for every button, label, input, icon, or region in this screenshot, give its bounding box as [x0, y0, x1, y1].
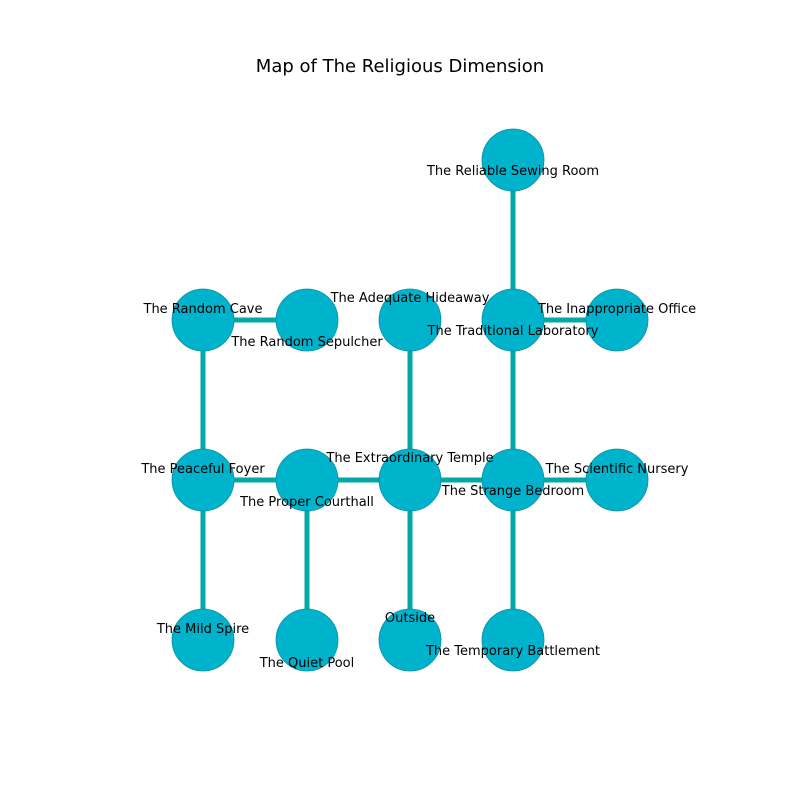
room-node-quiet-pool — [275, 608, 339, 672]
room-node-extraordinary-temple — [378, 448, 442, 512]
connection-layer — [200, 160, 617, 640]
room-label-adequate-hideaway: The Adequate Hideaway — [330, 291, 490, 306]
room-label-scientific-nursery: The Scientific Nursery — [545, 462, 689, 477]
room-label-reliable-sewing-room: The Reliable Sewing Room — [426, 164, 599, 179]
room-node-reliable-sewing-room — [481, 128, 545, 192]
room-node-adequate-hideaway — [378, 288, 442, 352]
room-node-peaceful-foyer — [171, 448, 235, 512]
room-label-random-cave: The Random Cave — [143, 302, 263, 317]
room-label-extraordinary-temple: The Extraordinary Temple — [325, 451, 493, 466]
room-label-strange-bedroom: The Strange Bedroom — [441, 484, 584, 499]
room-node-strange-bedroom — [481, 448, 545, 512]
room-label-quiet-pool: The Quiet Pool — [259, 656, 355, 671]
room-label-proper-courthall: The Proper Courthall — [239, 495, 374, 510]
map-title: Map of The Religious Dimension — [255, 56, 545, 77]
room-label-peaceful-foyer: The Peaceful Foyer — [140, 462, 265, 477]
room-layer — [171, 128, 649, 672]
room-node-outside — [378, 608, 442, 672]
room-node-proper-courthall — [275, 448, 339, 512]
room-label-random-sepulcher: The Random Sepulcher — [230, 335, 383, 350]
room-label-traditional-laboratory: The Traditional Laboratory — [427, 324, 599, 339]
room-label-temporary-battlement: The Temporary Battlement — [425, 644, 600, 659]
room-node-mild-spire — [171, 608, 235, 672]
room-label-mild-spire: The Mild Spire — [156, 622, 249, 637]
room-node-scientific-nursery — [585, 448, 649, 512]
room-label-inappropriate-office: The Inappropriate Office — [537, 302, 696, 317]
room-node-random-cave — [171, 288, 235, 352]
room-node-inappropriate-office — [585, 288, 649, 352]
room-label-outside: Outside — [385, 611, 435, 626]
room-node-temporary-battlement — [481, 608, 545, 672]
room-node-traditional-laboratory — [481, 288, 545, 352]
room-node-random-sepulcher — [275, 288, 339, 352]
